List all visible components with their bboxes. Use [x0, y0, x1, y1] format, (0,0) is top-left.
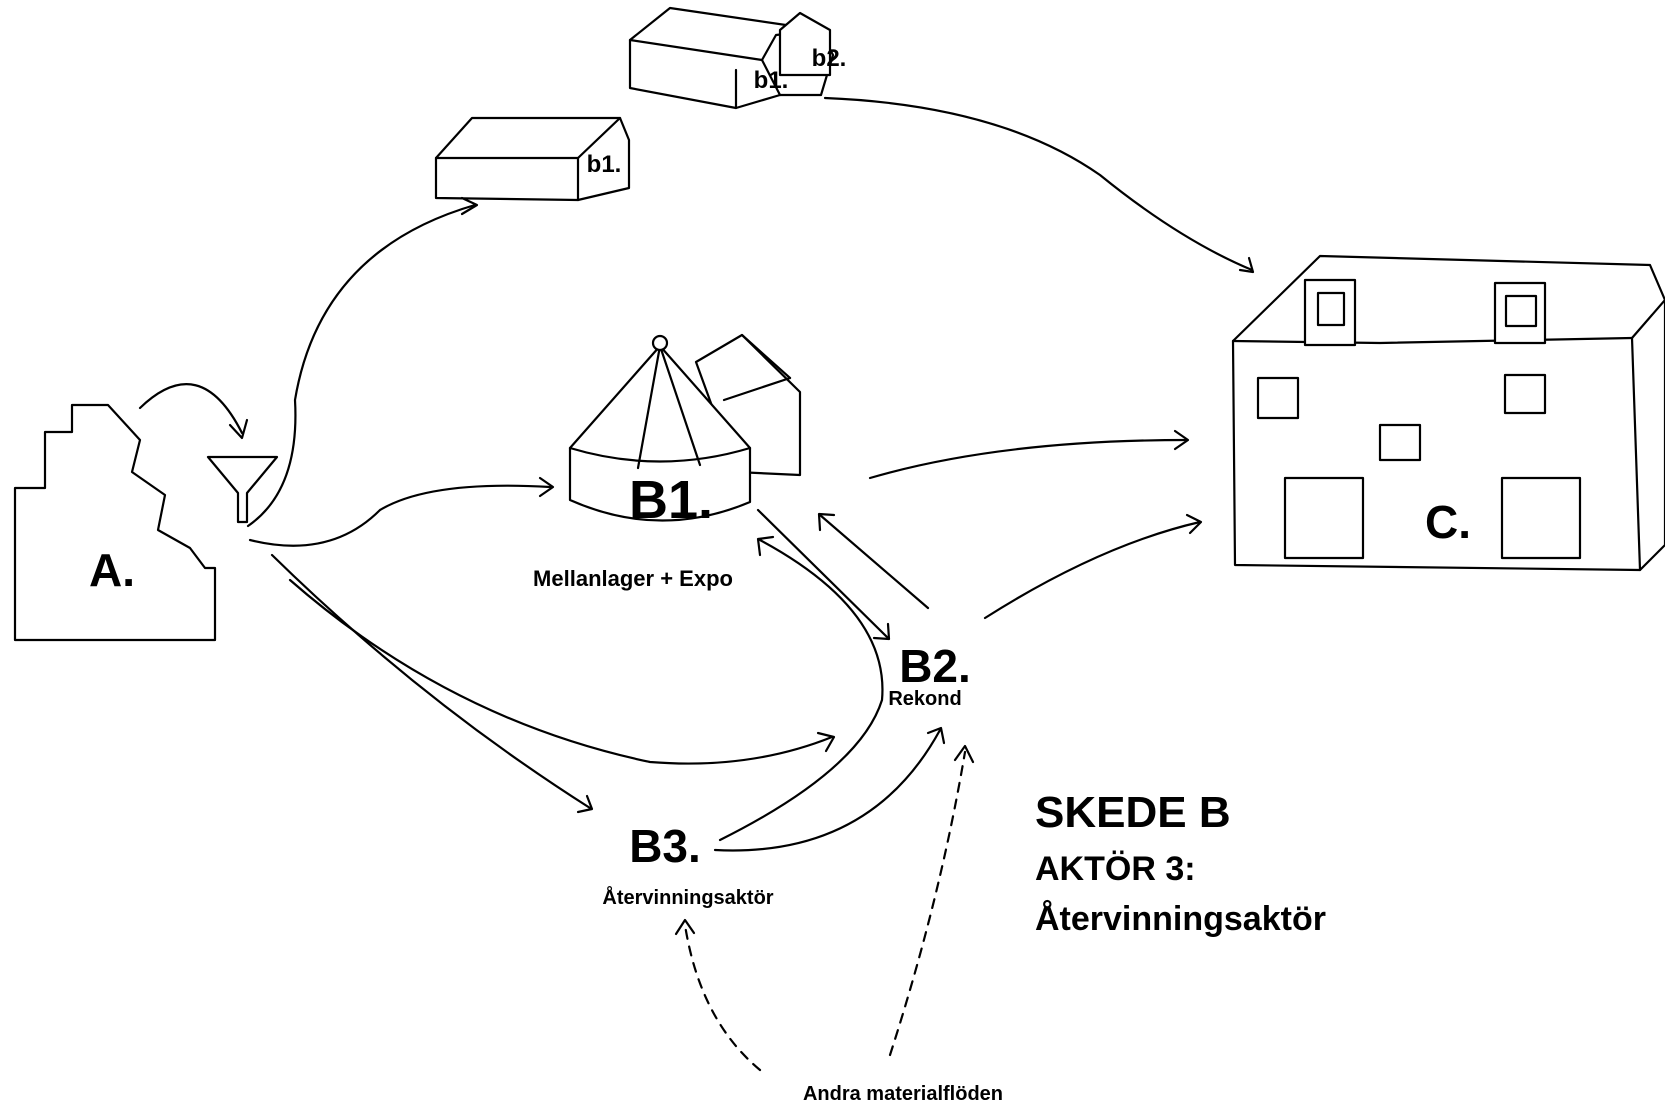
arrow-b3-to-b2 — [713, 728, 942, 852]
b1-label: B1. — [629, 470, 713, 530]
node-b3: B3. Återvinningsaktör — [602, 820, 773, 909]
arrow-funnel-to-b2 — [288, 578, 834, 765]
small-building-pair: b1. b2. — [628, 6, 847, 110]
flow-arrows — [138, 96, 1255, 1072]
heading-subtitle-line1: AKTÖR 3: — [1035, 850, 1196, 888]
arrow-b1-to-c — [868, 438, 1189, 480]
b2-caption: Rekond — [888, 688, 961, 710]
funnel-icon — [206, 455, 279, 524]
c-label: C. — [1425, 496, 1471, 548]
building-a-label: A. — [89, 544, 135, 596]
dashed-arrow-other-to-b3 — [683, 923, 762, 1072]
heading: SKEDE B AKTÖR 3: Återvinningsaktör — [1035, 788, 1326, 938]
arrow-funnel-to-b1 — [248, 484, 552, 547]
arrow-b2-to-c — [983, 520, 1202, 620]
other-flows-label: Andra materialflöden — [803, 1083, 1003, 1105]
arrow-b1-to-b2 — [756, 508, 890, 640]
b3-caption: Återvinningsaktör — [602, 885, 773, 909]
arrow-b3-to-b1 — [718, 538, 884, 842]
node-b2: B2. Rekond — [888, 640, 970, 710]
b1-caption: Mellanlager + Expo — [533, 566, 733, 591]
b3-label: B3. — [629, 820, 701, 872]
arrow-pair-to-c — [823, 96, 1254, 272]
b2-label: B2. — [899, 640, 971, 692]
arrow-a-to-funnel — [138, 383, 244, 435]
small-b2-pair-label: b2. — [812, 45, 847, 72]
arrow-funnel-to-b3 — [270, 553, 592, 810]
dashed-arrow-other-to-b2 — [888, 750, 967, 1057]
building-a: A. — [13, 403, 217, 642]
small-building-b1: b1. — [434, 116, 631, 202]
small-b1-pair-label: b1. — [754, 67, 789, 94]
building-c: C. — [1231, 254, 1665, 572]
building-b1: B1. Mellanlager + Expo — [533, 333, 802, 591]
arrow-funnel-to-b1-small — [246, 203, 477, 528]
heading-subtitle-line2: Återvinningsaktör — [1035, 900, 1326, 938]
heading-title: SKEDE B — [1035, 788, 1231, 837]
arrow-b2-to-b1-hall — [818, 513, 930, 610]
small-b1-label: b1. — [587, 151, 622, 178]
